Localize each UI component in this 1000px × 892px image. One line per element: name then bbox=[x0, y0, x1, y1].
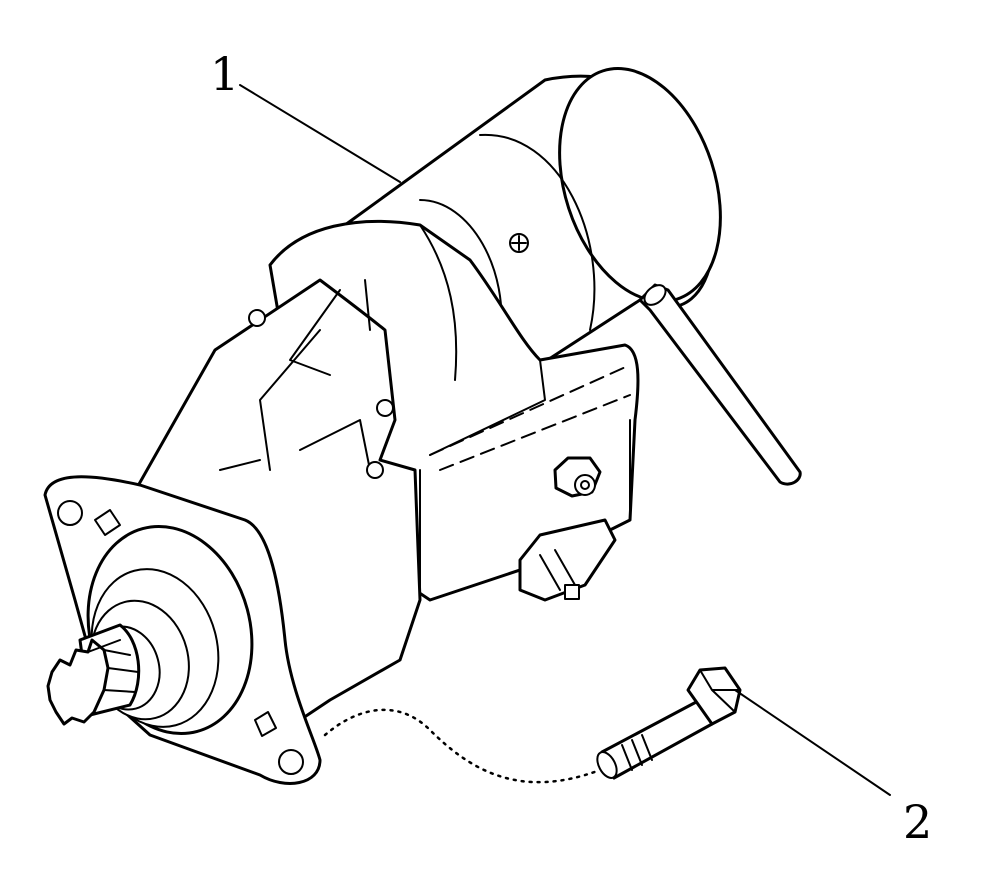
bolt-icon bbox=[596, 666, 742, 780]
callout-1-leader bbox=[239, 84, 401, 183]
bolt-alignment-line bbox=[323, 708, 602, 784]
callout-2-leader bbox=[734, 689, 891, 796]
connector-plug-icon bbox=[518, 518, 617, 602]
callout-2-label: 2 bbox=[903, 795, 932, 849]
starter-motor bbox=[43, 67, 802, 785]
pinion-gear-icon bbox=[46, 623, 141, 726]
drive-end-housing bbox=[128, 278, 422, 722]
terminal-nut-icon bbox=[553, 456, 602, 498]
terminal-rod bbox=[638, 283, 802, 486]
callout-1-label: 1 bbox=[210, 47, 239, 101]
